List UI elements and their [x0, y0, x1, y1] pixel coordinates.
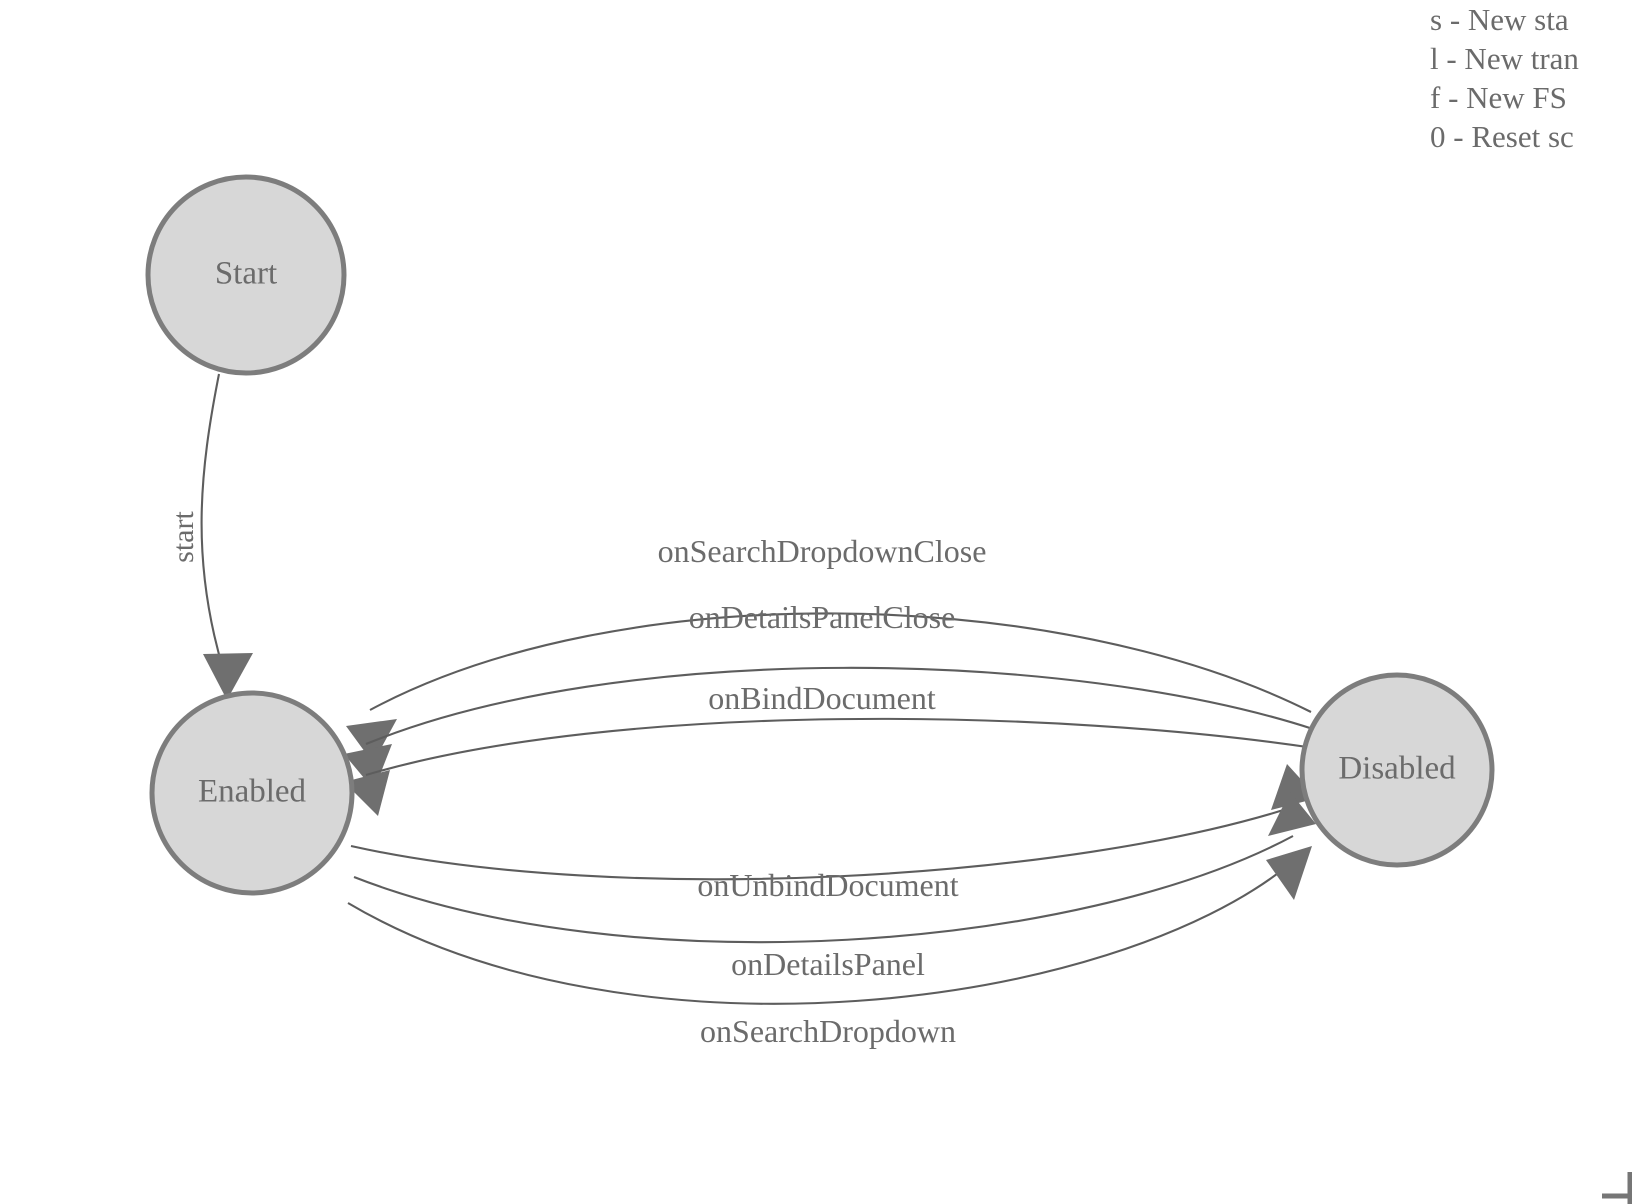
state-node-disabled[interactable]: Disabled [1299, 672, 1495, 868]
transition-curve[interactable] [365, 666, 1314, 745]
state-circle[interactable] [145, 174, 347, 376]
transition-t-details-panel-close[interactable]: onDetailsPanelClose [344, 599, 1314, 790]
help-line: f - New FS [1430, 80, 1567, 115]
transition-t-unbind-document[interactable]: onUnbindDocument [350, 764, 1318, 903]
transition-t-search-dropdown[interactable]: onSearchDropdown [347, 846, 1312, 1049]
transition-t-bind-document[interactable]: onBindDocument [344, 680, 1315, 816]
transition-curve[interactable] [350, 805, 1297, 881]
transition-label[interactable]: onDetailsPanel [731, 946, 925, 982]
transition-t-search-dropdown-close[interactable]: onSearchDropdownClose [346, 533, 1312, 763]
help-line: l - New tran [1430, 41, 1579, 76]
state-label: Start [215, 256, 277, 292]
state-label: Disabled [1338, 751, 1456, 787]
state-node-start[interactable]: Start [145, 174, 347, 376]
arrowhead-icon [203, 653, 253, 700]
transition-label[interactable]: onBindDocument [708, 680, 936, 716]
transition-label[interactable]: onSearchDropdownClose [658, 533, 987, 569]
transition-curve[interactable] [353, 835, 1294, 944]
transition-label[interactable]: onUnbindDocument [697, 867, 958, 903]
transition-label[interactable]: onDetailsPanelClose [689, 599, 956, 635]
arrowhead-icon [1266, 846, 1312, 900]
state-circle[interactable] [149, 690, 355, 896]
help-overlay: s - New sta l - New tran f - New FS 0 - Res… [1430, 2, 1579, 154]
arrowhead-icon [344, 770, 390, 816]
transition-label[interactable]: onSearchDropdown [700, 1013, 956, 1049]
transition-curve[interactable] [369, 612, 1312, 713]
help-line: 0 - Reset sc [1430, 119, 1574, 154]
transition-curve[interactable] [347, 863, 1291, 1005]
state-circle[interactable] [1299, 672, 1495, 868]
transition-curve[interactable] [200, 373, 226, 673]
arrowhead-icon [344, 744, 392, 790]
state-label: Enabled [198, 774, 307, 810]
transition-t-details-panel[interactable]: onDetailsPanel [353, 792, 1316, 982]
canvas-corner-marker [1602, 1172, 1632, 1204]
help-line: s - New sta [1430, 2, 1569, 37]
transition-t-start[interactable]: start [167, 373, 253, 700]
transitions-layer: start onSearchDropdownClose onDetailsPanel… [167, 373, 1318, 1049]
transition-curve[interactable] [365, 717, 1315, 777]
transition-label[interactable]: start [167, 511, 200, 563]
arrowhead-icon [1268, 792, 1316, 836]
state-node-enabled[interactable]: Enabled [149, 690, 355, 896]
